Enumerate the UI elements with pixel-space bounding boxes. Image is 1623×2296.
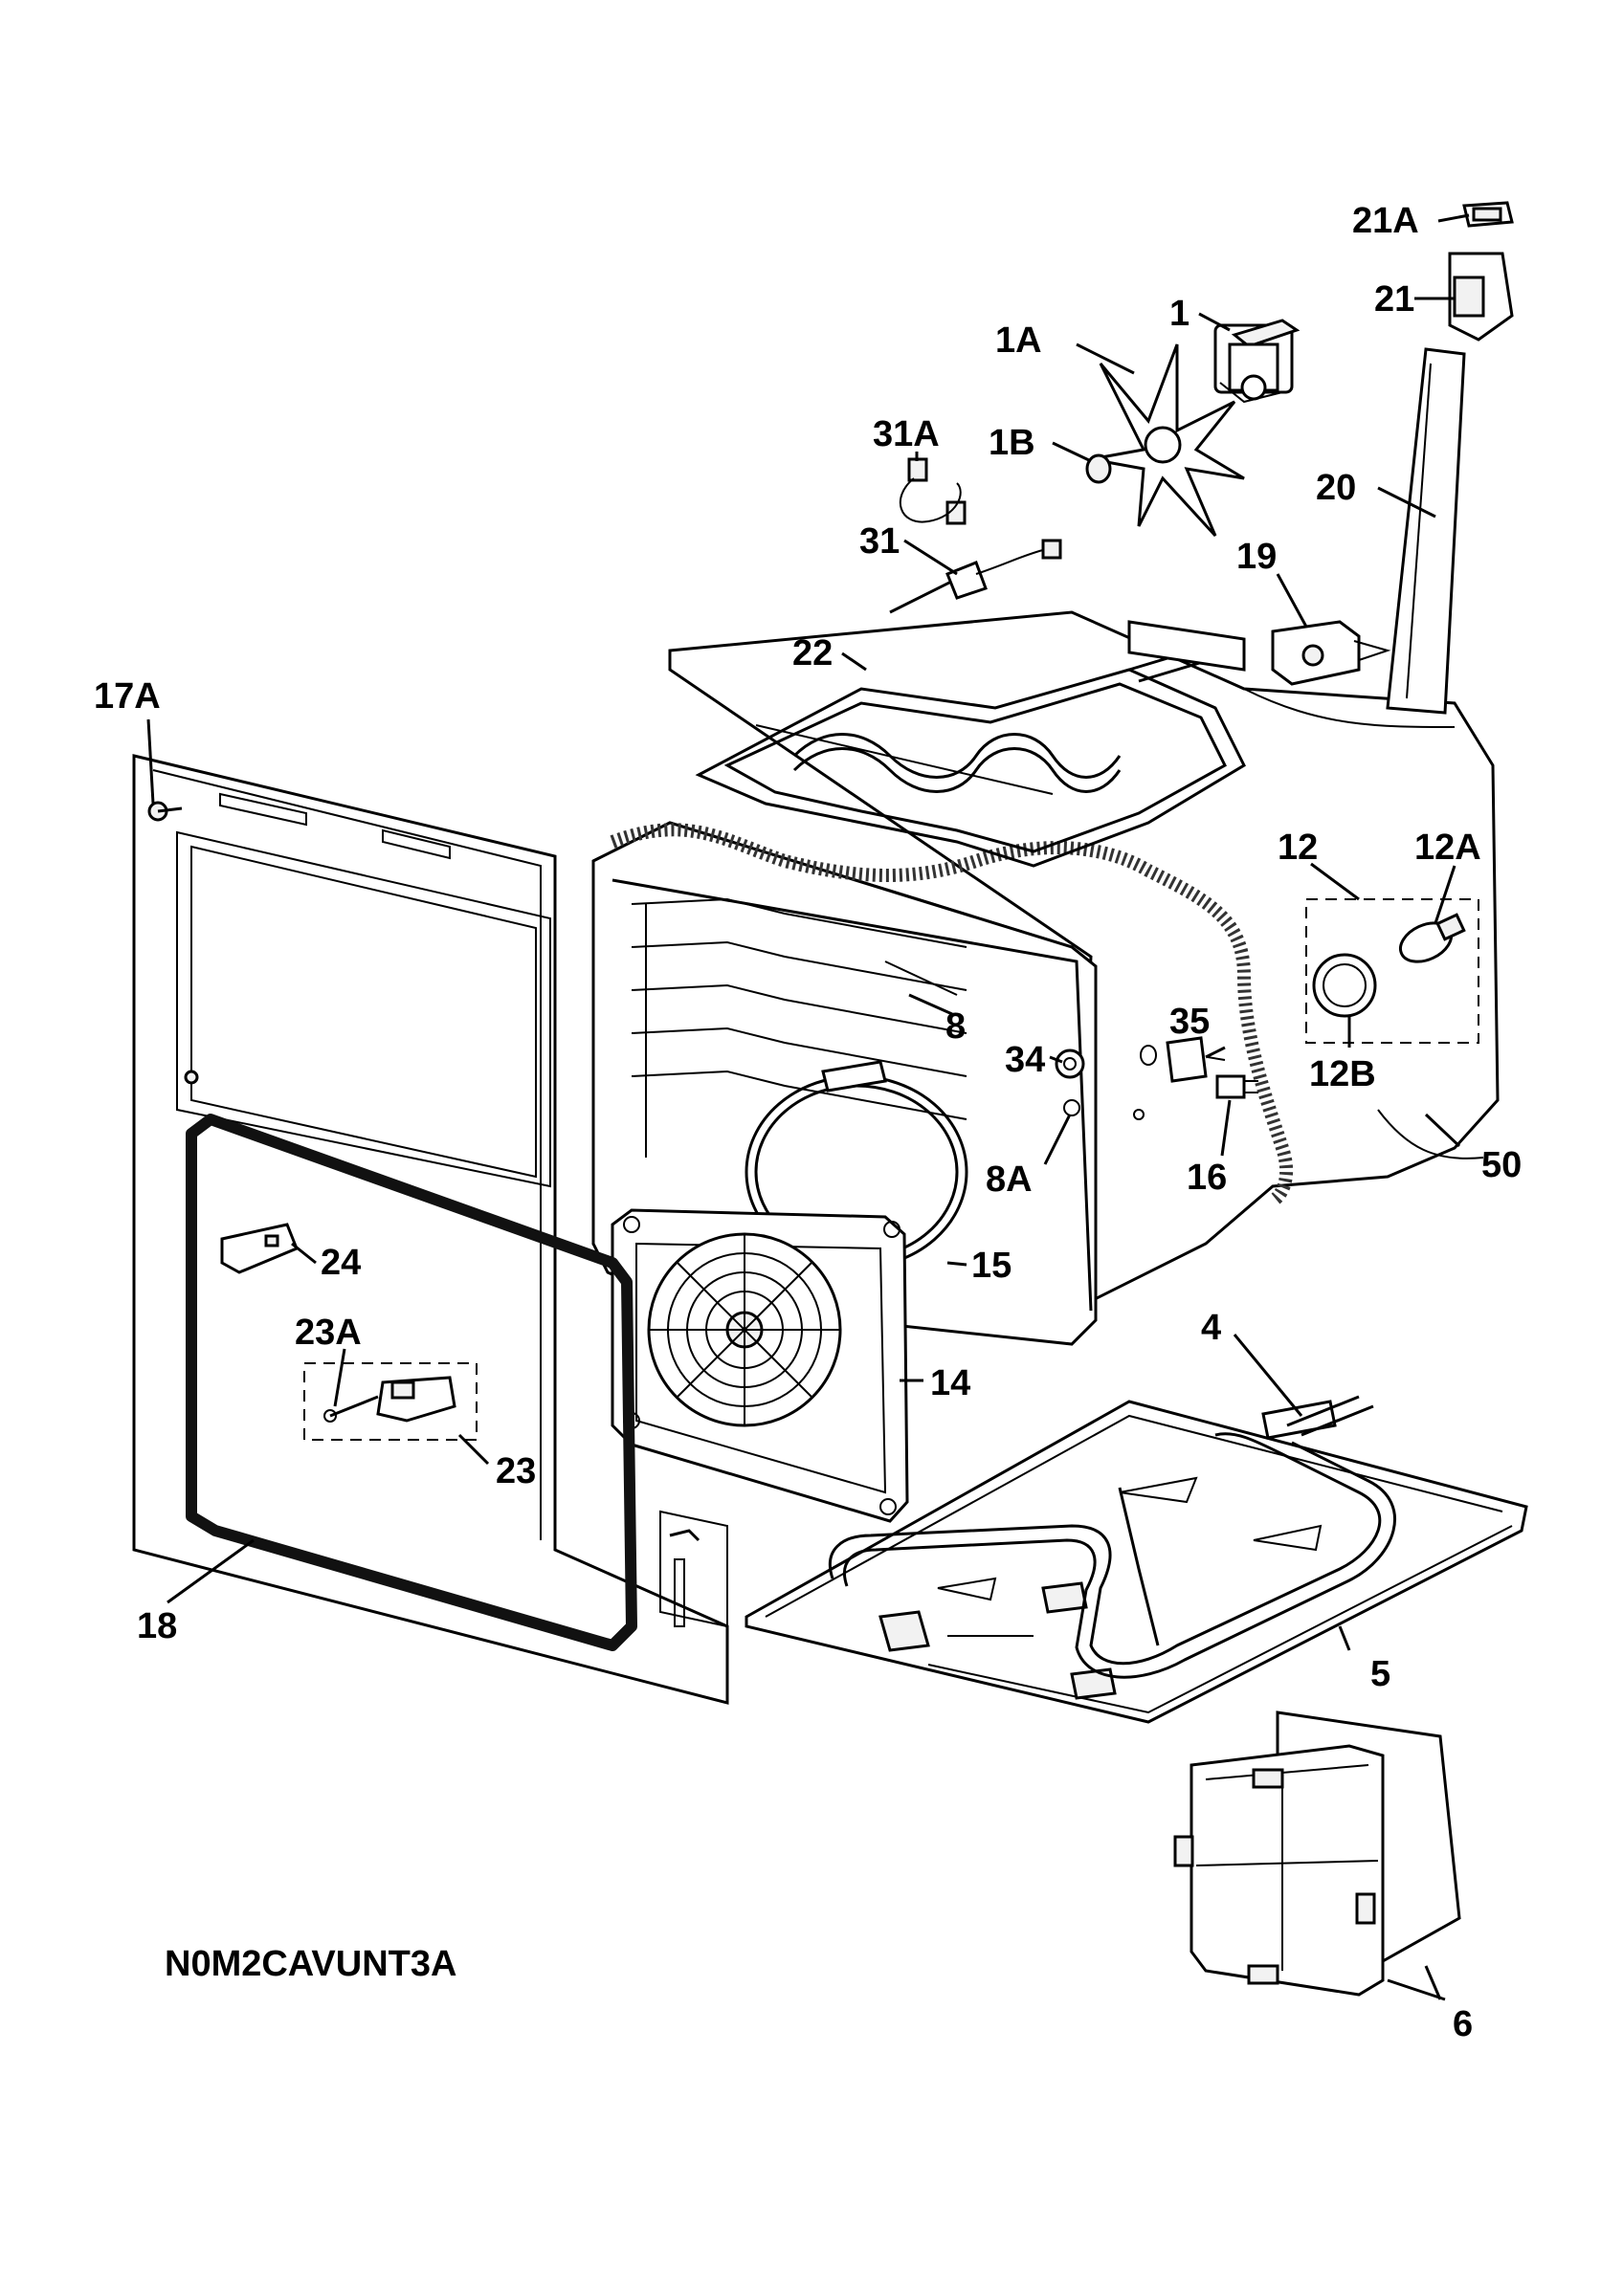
door-seal-18	[186, 1114, 637, 1651]
callout-23: 23	[496, 1451, 536, 1491]
callout-1B: 1B	[989, 423, 1035, 463]
callout-15: 15	[971, 1246, 1012, 1286]
callout-12B: 12B	[1309, 1054, 1376, 1094]
lamp-assembly-12	[1305, 898, 1479, 1044]
temperature-sensor-31	[889, 539, 1062, 614]
callout-21: 21	[1374, 279, 1414, 320]
front-frame	[132, 754, 729, 1705]
switch-35	[1140, 1036, 1226, 1083]
callout-35: 35	[1169, 1002, 1210, 1042]
callout-8A: 8A	[986, 1159, 1033, 1200]
tube-20	[1386, 347, 1466, 715]
callout-23A: 23A	[295, 1313, 362, 1353]
callout-21A: 21A	[1352, 201, 1419, 241]
callout-4: 4	[1201, 1308, 1221, 1348]
hinge-24	[220, 1223, 299, 1274]
fan-blade-1A	[1090, 343, 1245, 538]
grill-element-22	[695, 620, 1246, 868]
bottom-element-4	[828, 1395, 1396, 1679]
callout-17A: 17A	[94, 676, 161, 717]
callout-16: 16	[1187, 1158, 1227, 1198]
fan-motor-1	[1213, 319, 1301, 404]
callout-1: 1	[1169, 294, 1189, 334]
guide-21	[1448, 252, 1514, 342]
cap-21A	[1462, 201, 1514, 228]
callout-34: 34	[1005, 1040, 1045, 1080]
callout-5: 5	[1370, 1654, 1390, 1694]
callout-8: 8	[945, 1006, 966, 1047]
connector-16	[1215, 1074, 1258, 1099]
thermostat-19	[1271, 620, 1391, 686]
wire-31A	[899, 457, 967, 525]
callout-31: 31	[859, 521, 900, 562]
callout-14: 14	[930, 1363, 970, 1403]
callout-18: 18	[137, 1606, 177, 1646]
callout-22: 22	[792, 633, 833, 673]
screw-8A	[1063, 1099, 1145, 1120]
callout-50: 50	[1481, 1145, 1522, 1185]
callout-12: 12	[1278, 828, 1318, 868]
fan-cover-14	[611, 1208, 909, 1523]
callout-1A: 1A	[995, 320, 1042, 361]
callout-20: 20	[1316, 468, 1356, 508]
callout-24: 24	[321, 1243, 361, 1283]
callout-12A: 12A	[1414, 828, 1481, 868]
control-box-6	[1173, 1711, 1461, 1997]
grommet-34	[1055, 1049, 1085, 1079]
shelf-rails-8	[631, 897, 967, 1158]
diagram-code: N0M2CAVUNT3A	[165, 1944, 456, 1984]
leader-lines	[146, 213, 1470, 2001]
hinge-assembly-23	[303, 1362, 478, 1441]
callout-31A: 31A	[873, 414, 940, 454]
callout-6: 6	[1453, 2004, 1473, 2044]
callout-labels: 21A 21 1 1A 1B 31A 31 20 19 22 17A 12 12…	[94, 201, 1522, 2044]
callout-19: 19	[1236, 537, 1277, 577]
nut-1B	[1085, 453, 1112, 484]
